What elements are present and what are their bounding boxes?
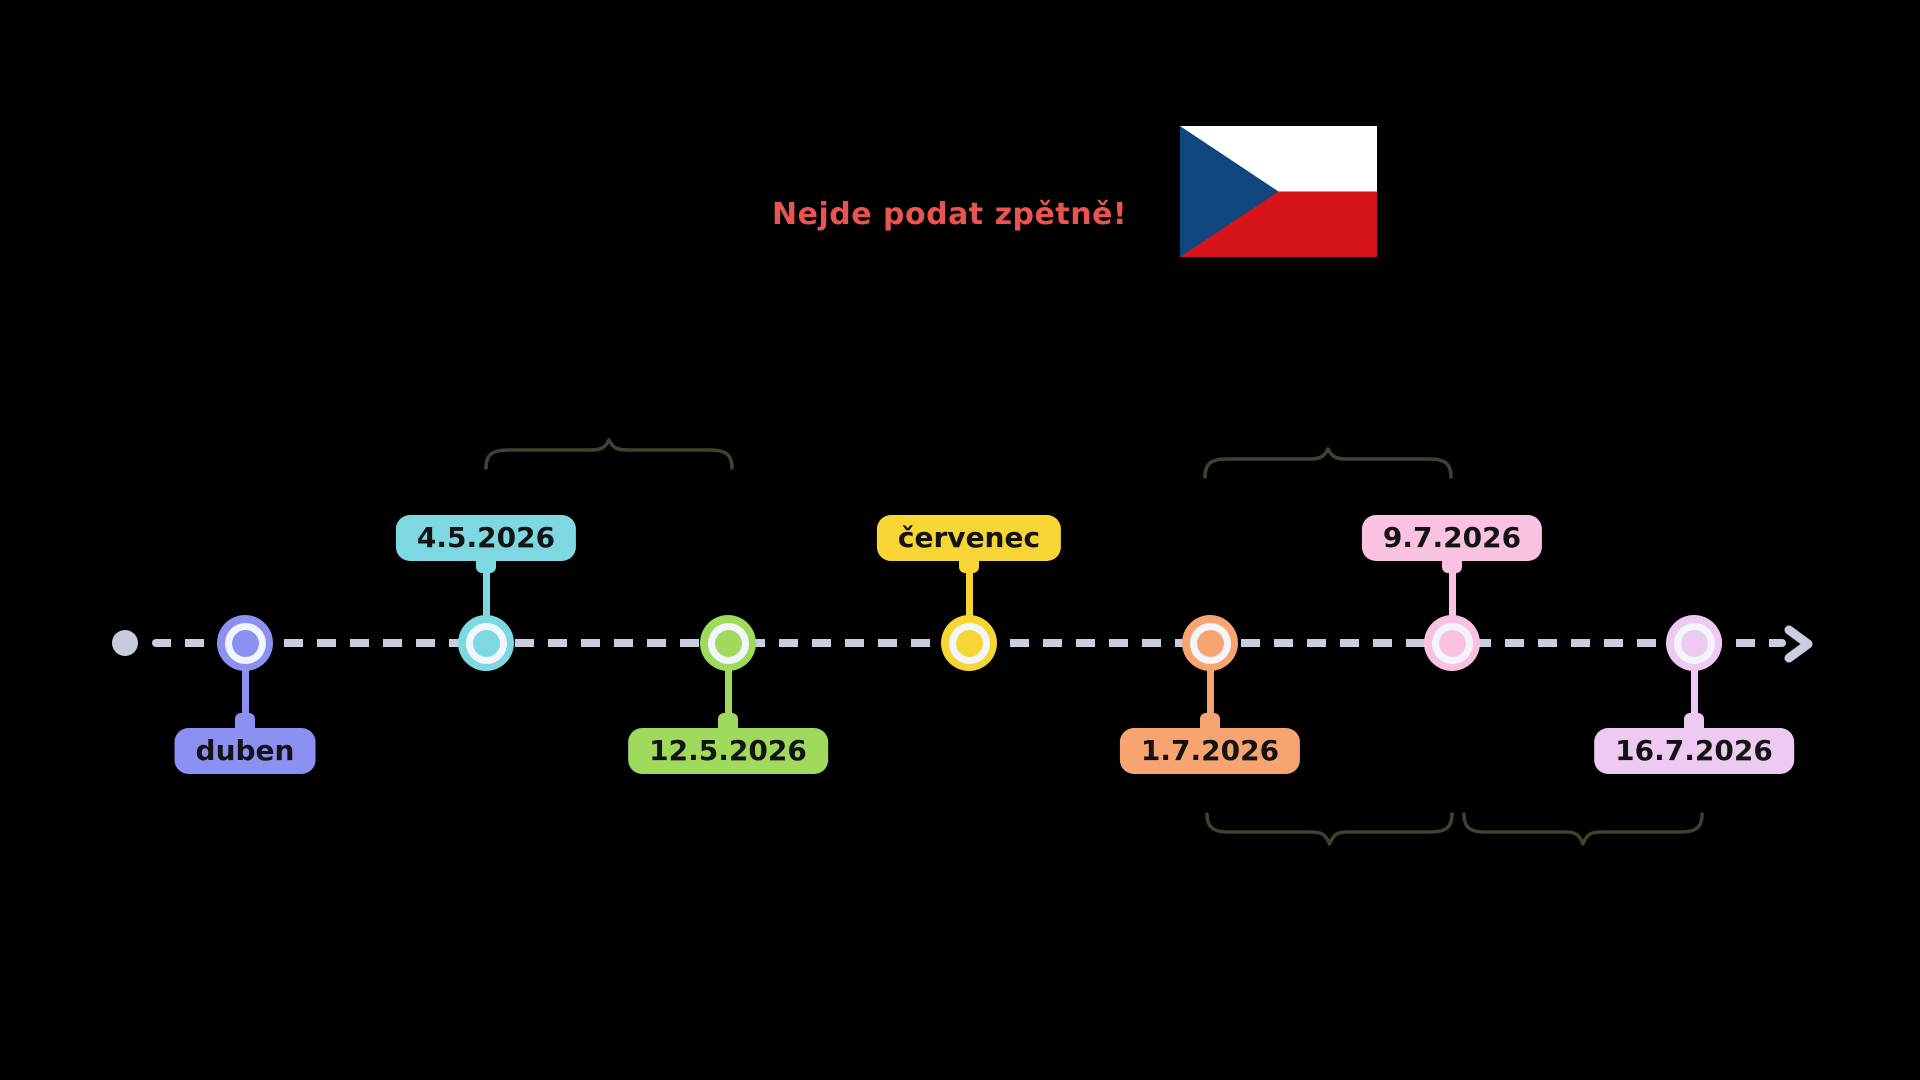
date-label: 1.7.2026 bbox=[1119, 728, 1301, 774]
date-label-text: duben bbox=[195, 734, 295, 767]
date-label-text: 9.7.2026 bbox=[1382, 521, 1522, 554]
label-connector-line bbox=[483, 560, 490, 618]
label-connector-line bbox=[1691, 668, 1698, 726]
date-label-text: červenec bbox=[897, 521, 1041, 554]
timeline-start-dot bbox=[112, 630, 138, 656]
label-connector-tab bbox=[1684, 713, 1704, 728]
label-connector-tab bbox=[1442, 558, 1462, 573]
label-connector-line bbox=[966, 560, 973, 618]
label-connector-line bbox=[1449, 560, 1456, 618]
czech-flag-icon bbox=[1180, 126, 1377, 257]
underbrace-9-7-to-16-7 bbox=[1462, 811, 1704, 849]
overbrace-4-5-to-12-5 bbox=[484, 437, 734, 471]
date-label: červenec bbox=[876, 515, 1062, 561]
date-label-text: 16.7.2026 bbox=[1615, 734, 1773, 767]
label-connector-tab bbox=[476, 558, 496, 573]
timeline-marker-circle bbox=[458, 615, 514, 671]
date-label: 4.5.2026 bbox=[395, 515, 577, 561]
label-connector-tab bbox=[1200, 713, 1220, 728]
label-connector-line bbox=[1207, 668, 1214, 726]
timeline-marker-circle bbox=[700, 615, 756, 671]
timeline-marker-circle bbox=[1666, 615, 1722, 671]
date-label: duben bbox=[174, 728, 316, 774]
label-connector-line bbox=[242, 668, 249, 726]
date-label: 12.5.2026 bbox=[628, 728, 828, 774]
date-label: 9.7.2026 bbox=[1361, 515, 1543, 561]
underbrace-1-7-to-9-7 bbox=[1205, 811, 1454, 849]
timeline-marker-circle bbox=[941, 615, 997, 671]
overbrace-1-7-to-9-7 bbox=[1203, 446, 1453, 480]
date-label-text: 12.5.2026 bbox=[649, 734, 807, 767]
warning-text: Nejde podat zpětně! bbox=[772, 197, 1128, 232]
timeline-marker-circle bbox=[1424, 615, 1480, 671]
timeline-arrowhead-icon bbox=[1784, 625, 1813, 663]
timeline-marker-circle bbox=[1182, 615, 1238, 671]
date-label-text: 1.7.2026 bbox=[1140, 734, 1280, 767]
label-connector-tab bbox=[959, 558, 979, 573]
label-connector-tab bbox=[718, 713, 738, 728]
timeline-marker-circle bbox=[217, 615, 273, 671]
date-label: 16.7.2026 bbox=[1594, 728, 1794, 774]
flag-blue-triangle bbox=[1180, 126, 1279, 257]
label-connector-line bbox=[725, 668, 732, 726]
date-label-text: 4.5.2026 bbox=[416, 521, 556, 554]
label-connector-tab bbox=[235, 713, 255, 728]
